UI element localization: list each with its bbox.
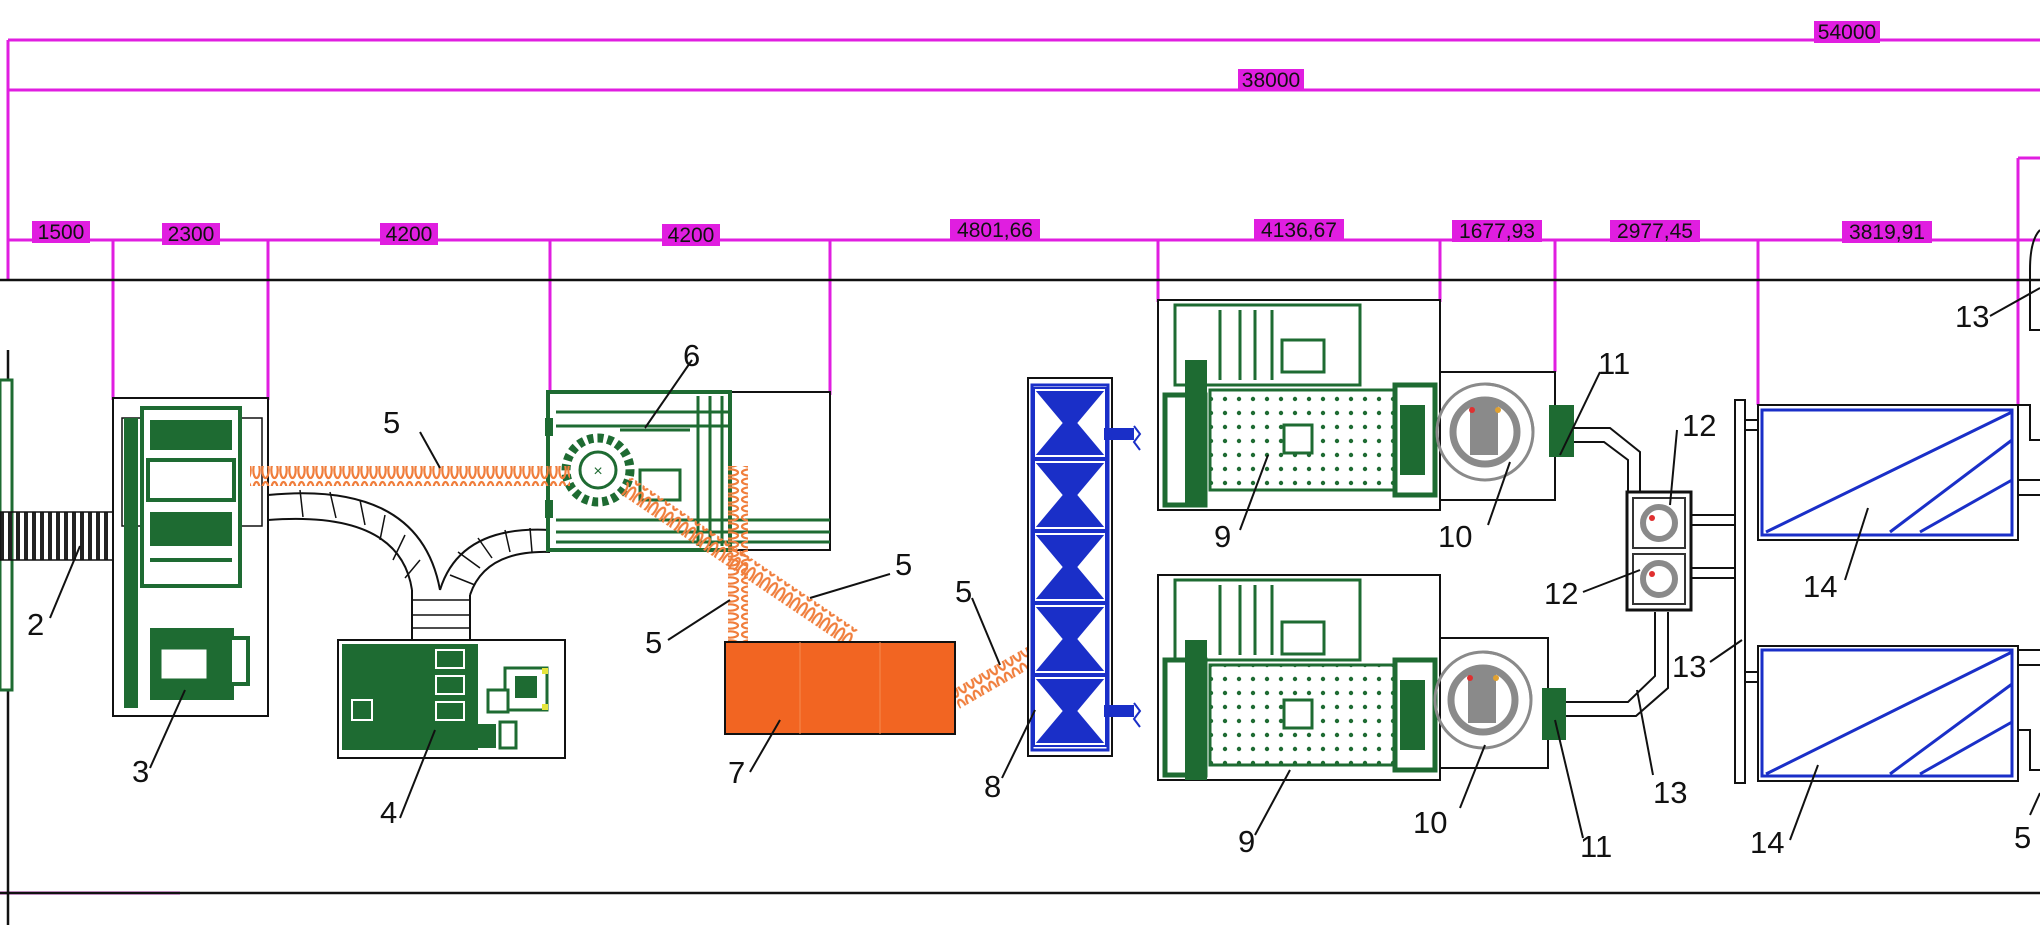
callout-8: 8	[984, 769, 1001, 804]
callout-5a: 5	[383, 405, 400, 440]
storage-tank-14-bottom	[1757, 645, 2019, 782]
callout-9a: 9	[1214, 519, 1231, 554]
dim-seg-7: 1677,93	[1459, 220, 1535, 243]
feed-conveyor-2	[0, 378, 114, 692]
callout-2: 2	[27, 607, 44, 642]
callout-3: 3	[132, 754, 149, 789]
callout-5c: 5	[645, 625, 662, 660]
feeder-cell	[1033, 459, 1107, 531]
mill-9-top	[1157, 299, 1441, 511]
callout-13c: 13	[1653, 775, 1687, 810]
feeder-column-8	[1027, 377, 1142, 757]
callout-4: 4	[380, 795, 397, 830]
feeder-hopper	[1035, 679, 1105, 743]
ducts	[1566, 427, 1669, 717]
curved-chute	[267, 489, 551, 640]
dim-seg-3: 4200	[386, 223, 433, 246]
feeder-cell	[1033, 387, 1107, 459]
callout-6: 6	[683, 338, 700, 373]
dim-seg-2: 2300	[168, 223, 215, 246]
crusher-unit-3	[112, 397, 269, 717]
callout-11b: 11	[1580, 829, 1612, 864]
callout-14a: 14	[1803, 569, 1837, 604]
dim-overall: 54000	[1818, 21, 1876, 44]
callout-12b: 12	[1544, 576, 1578, 611]
screening-unit-4	[337, 639, 566, 759]
dim-seg-5: 4801,66	[957, 219, 1033, 242]
callout-11a: 11	[1598, 346, 1630, 381]
callout-13b: 13	[1672, 649, 1706, 684]
fan-unit-11	[1542, 405, 1574, 740]
dim-seg-9: 3819,91	[1849, 221, 1925, 244]
feeder-cell	[1033, 603, 1107, 675]
callout-5d: 5	[955, 574, 972, 609]
callout-14b: 14	[1750, 825, 1784, 860]
storage-tank-14-top	[1757, 404, 2019, 541]
callout-10b: 10	[1413, 805, 1447, 840]
dimension-labels: 54000 38000 1500 2300 4200 4200 4801,66 …	[32, 21, 1932, 247]
callout-12a: 12	[1682, 408, 1716, 443]
feeder-cell	[1033, 531, 1107, 603]
svg-text:×: ×	[593, 463, 602, 480]
callout-5b: 5	[895, 547, 912, 582]
callout-5e: 5	[2014, 820, 2031, 855]
screw-conveyors-5	[250, 466, 1038, 709]
dim-seg-6: 4136,67	[1261, 219, 1337, 242]
callout-labels: 2 3 4 5 6 5 5 5 7 8 9 9 10 10 11 11 12 1…	[27, 299, 2031, 864]
dim-main: 38000	[1242, 69, 1300, 92]
cyclones-12	[1625, 490, 1693, 612]
storage-bin-7	[724, 641, 956, 735]
callout-9b: 9	[1238, 824, 1255, 859]
callout-13a: 13	[1955, 299, 1989, 334]
pipe-manifold-13	[1691, 229, 2040, 784]
callout-10a: 10	[1438, 519, 1472, 554]
leader-lines	[49, 287, 2040, 841]
feeder-hopper	[1035, 391, 1105, 455]
dim-seg-8: 2977,45	[1617, 220, 1693, 243]
feeder-hopper	[1035, 463, 1105, 527]
dryer-10-top	[1435, 371, 1556, 501]
dim-seg-1: 1500	[38, 221, 85, 244]
callout-7: 7	[728, 755, 745, 790]
dim-seg-4: 4200	[668, 224, 715, 247]
mill-9-bottom	[1157, 574, 1441, 781]
feeder-hopper	[1035, 607, 1105, 671]
feeder-hopper	[1035, 535, 1105, 599]
dryer-10-bottom	[1433, 637, 1549, 769]
